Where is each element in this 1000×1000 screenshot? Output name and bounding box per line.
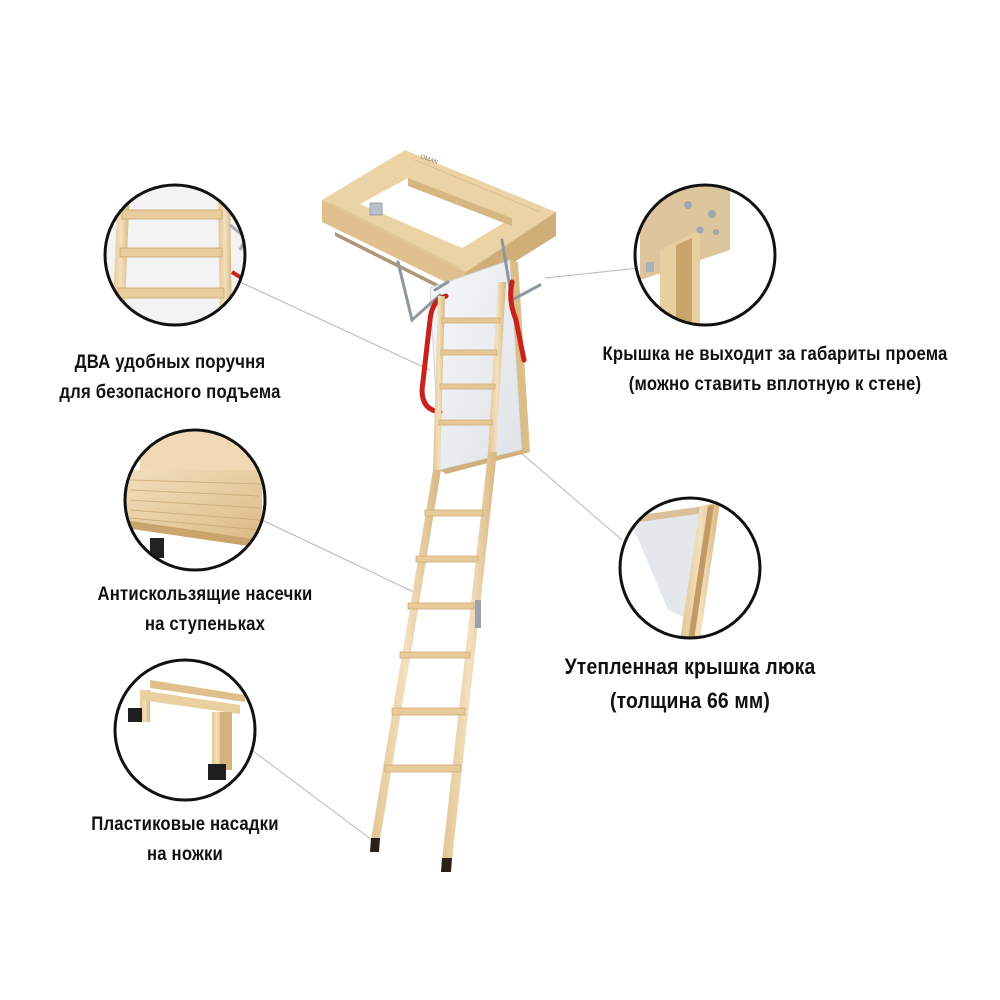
foot-cap-left: [128, 708, 142, 722]
detail-circle-steps: [123, 428, 267, 572]
caption-lid-fit-line1: Крышка не выходит за габариты проема: [602, 344, 948, 365]
leader-handrail: [239, 281, 431, 371]
caption-handrails-rest: удобных поручня: [110, 352, 266, 373]
leader-steps: [261, 519, 421, 596]
caption-handrails-bold: ДВА: [74, 352, 111, 373]
caption-lid-fit-line2: (можно ставить вплотную к стене): [628, 374, 922, 395]
caption-tips-line2: на ножки: [146, 844, 224, 865]
caption-tips: Пластиковые насадки на ножки: [49, 810, 322, 870]
caption-steps: Антискользящие насечки на ступеньках: [60, 580, 350, 640]
foot-tip-right: [441, 858, 452, 872]
caption-insulated: Утепленная крышка люка (толщина 66 мм): [532, 650, 849, 718]
caption-insulated-line2: (толщина 66 мм): [532, 684, 849, 718]
ladder-upper-section: [433, 282, 506, 470]
frame-brand-mark: OMAN: [419, 154, 438, 166]
caption-handrails-line2: для безопасного подъема: [59, 382, 281, 403]
attic-frame-box: OMAN: [322, 150, 556, 300]
ladder-lower-section: [370, 452, 497, 872]
caption-handrails: ДВА удобных поручня для безопасного подъ…: [34, 348, 307, 408]
hatch-lid-panel: [429, 259, 530, 474]
leader-tips: [244, 744, 373, 841]
detail-circle-insulated: [618, 496, 762, 640]
caption-insulated-line1: Утепленная крышка люка: [564, 654, 816, 679]
caption-insulated-end: ): [763, 688, 771, 713]
caption-lid-fit: Крышка не выходит за габариты проема (мо…: [568, 340, 982, 400]
caption-tips-line1: Пластиковые насадки: [91, 814, 279, 835]
detail-circle-lid-fit: [633, 183, 777, 327]
caption-handrails-line1: ДВА удобных поручня: [34, 348, 307, 378]
leader-insulated: [519, 451, 623, 541]
foot-tip-left: [370, 838, 380, 852]
caption-insulated-bold: 66 мм: [706, 688, 764, 713]
leader-lines: [239, 267, 641, 841]
leader-lid-fit: [544, 267, 641, 279]
caption-steps-line2: на ступеньках: [144, 614, 266, 635]
detail-circle-tips: [113, 658, 257, 802]
detail-circle-handrails: [103, 183, 247, 327]
caption-steps-line1: Антискользящие насечки: [97, 584, 313, 605]
caption-insulated-start: (толщина: [609, 688, 707, 713]
foot-cap-right: [208, 764, 226, 780]
